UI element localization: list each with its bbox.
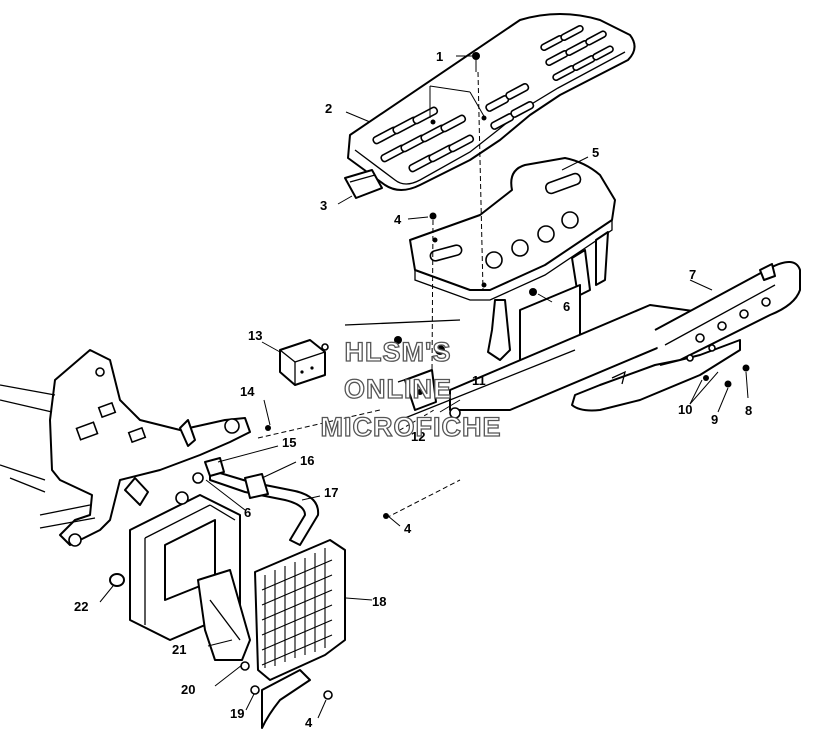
callout-15: 15 [282,435,296,450]
callout-4-lower: 4 [305,715,313,730]
callout-12: 12 [411,429,425,444]
part-2-front-rack [347,13,636,191]
callout-6-right: 6 [563,299,570,314]
callout-13: 13 [248,328,262,343]
part-7-front-bumper [571,261,801,412]
callout-20: 20 [181,682,195,697]
callout-3: 3 [320,198,327,213]
callout-11: 11 [472,373,486,388]
callout-4-middle: 4 [404,521,412,536]
watermark-line-3: MICROFICHE [321,412,502,442]
callout-10: 10 [678,402,692,417]
part-13-cap [279,339,329,386]
part-22-plug [109,573,125,587]
callout-9: 9 [711,412,718,427]
callout-8: 8 [745,403,752,418]
callout-21: 21 [172,642,186,657]
part-21-side-shield [197,569,260,695]
callout-17: 17 [324,485,338,500]
callout-2: 2 [325,101,332,116]
callout-16: 16 [300,453,314,468]
part-3-reflector [344,169,383,199]
callout-7: 7 [689,267,696,282]
callout-18: 18 [372,594,386,609]
callout-14: 14 [240,384,255,399]
watermark-line-2: ONLINE [344,374,452,404]
callout-4-upper: 4 [394,212,402,227]
part-17-hose [192,457,320,546]
callout-labels: 1 2 3 4 5 6 7 8 9 10 11 12 13 14 15 16 1… [74,49,752,730]
callout-19: 19 [230,706,244,721]
fasteners [265,52,750,519]
vehicle-frame [0,349,251,547]
callout-22: 22 [74,599,88,614]
watermark: HLSM'S ONLINE MICROFICHE [320,336,502,442]
watermark-line-1: HLSM'S [345,337,452,367]
part-18-grille [254,539,346,729]
callout-1: 1 [436,49,443,64]
leader-lines [99,55,749,719]
callout-6-left: 6 [244,505,251,520]
part-11-latch [394,336,461,419]
callout-5: 5 [592,145,599,160]
